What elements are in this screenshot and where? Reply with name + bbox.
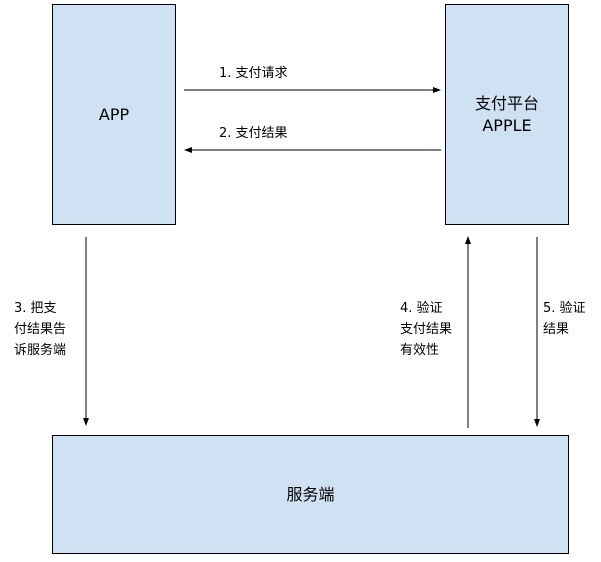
edge-e4-label-line: 支付结果 xyxy=(400,322,453,337)
edge-e3-label-line: 3. 把支 xyxy=(14,301,57,316)
edge-e5-label-line: 结果 xyxy=(543,322,570,337)
edge-e1-label: 1. 支付请求 xyxy=(219,63,288,84)
edge-e4-label-line: 有效性 xyxy=(400,343,440,358)
node-app-label-line: APP xyxy=(98,104,130,124)
edge-e2-label: 2. 支付结果 xyxy=(219,123,288,144)
node-payment-platform: 支付平台 APPLE xyxy=(445,4,569,225)
node-server-label: 服务端 xyxy=(286,484,334,506)
edge-e3-label-line: 诉服务端 xyxy=(14,343,67,358)
node-app-label: APP xyxy=(99,104,129,126)
edge-e4-label: 4. 验证 支付结果 有效性 xyxy=(400,298,452,361)
node-payment-platform-label-line: 支付平台 xyxy=(474,93,539,113)
edge-e3-label: 3. 把支 付结果告 诉服务端 xyxy=(14,298,66,361)
edge-e4-label-line: 4. 验证 xyxy=(400,301,443,316)
edge-e1-label-line: 1. 支付请求 xyxy=(219,66,288,81)
node-server-label-line: 服务端 xyxy=(286,484,335,504)
edge-e5-label: 5. 验证 结果 xyxy=(543,298,586,340)
edge-e5-label-line: 5. 验证 xyxy=(543,301,586,316)
node-payment-platform-label: 支付平台 APPLE xyxy=(475,93,539,137)
edge-e2-label-line: 2. 支付结果 xyxy=(219,126,288,141)
node-payment-platform-label-line: APPLE xyxy=(482,115,532,135)
node-app: APP xyxy=(52,4,176,225)
edge-e3-label-line: 付结果告 xyxy=(14,322,67,337)
node-server: 服务端 xyxy=(52,435,569,554)
